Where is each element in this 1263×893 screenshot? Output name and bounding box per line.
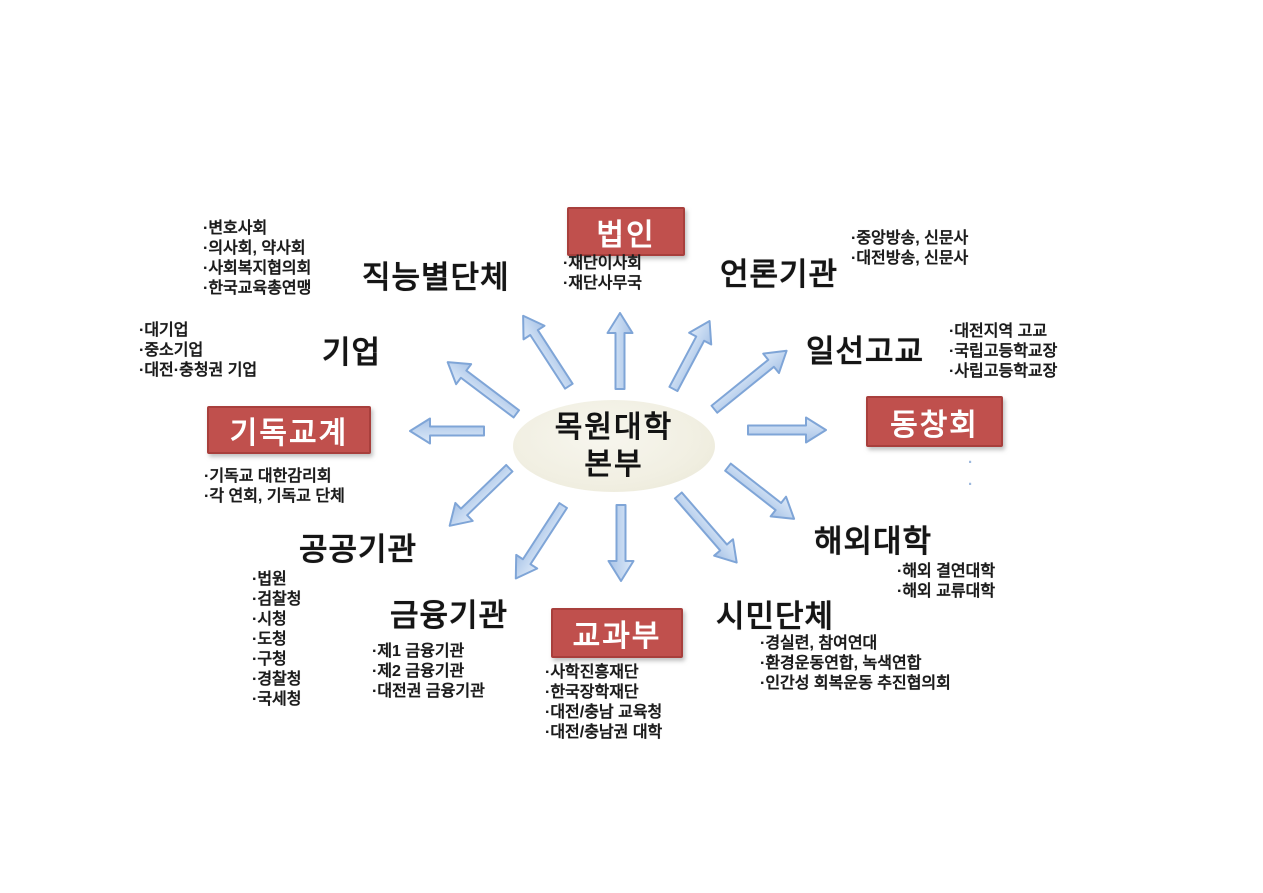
- arrow-icon-media: [659, 313, 723, 397]
- list-item: ·재단이사회: [563, 255, 642, 272]
- node-list-companies: ·대기업 ·중소기업 ·대전·충청권 기업: [139, 321, 257, 381]
- list-item: ·사학진흥재단: [545, 664, 639, 681]
- node-label-functional-orgs: 직능별단체: [362, 260, 510, 295]
- arrow-icon-companies: [438, 350, 526, 427]
- arrow-icon-ministry: [606, 504, 636, 582]
- node-list-christian: ·기독교 대한감리회 ·각 연회, 기독교 단체: [204, 467, 345, 507]
- arrow-icon-overseas-universities: [718, 455, 804, 532]
- list-item: ·구청: [252, 651, 287, 668]
- list-item: ·국립고등학교장: [949, 343, 1058, 360]
- list-item: ·중앙방송, 신문사: [851, 230, 969, 247]
- node-box-ministry: 교과부: [551, 608, 683, 658]
- list-item: ·시청: [252, 611, 287, 628]
- node-label-overseas-universities: 해외대학: [814, 524, 933, 559]
- hub-title-line1: 목원대학: [554, 411, 674, 444]
- node-box-alumni: 동창회: [866, 396, 1003, 447]
- node-list-overseas-universities: ·해외 결연대학 ·해외 교류대학: [897, 562, 995, 602]
- list-item: ·제2 금융기관: [372, 663, 465, 680]
- arrow-icon-high-schools: [704, 338, 797, 421]
- list-item: ·해외 결연대학: [897, 563, 996, 580]
- list-item: ·사회복지협의회: [203, 260, 312, 277]
- node-label-public-institutions: 공공기관: [299, 532, 418, 567]
- list-item: ·대전·충청권 기업: [139, 362, 258, 379]
- hub-title-line2: 본부: [584, 448, 644, 481]
- node-label-media: 언론기관: [720, 257, 839, 292]
- list-item: ·기독교 대한감리회: [204, 468, 332, 485]
- list-item: ·한국교육총연맹: [203, 280, 312, 297]
- list-item: ·대전/충남 교육청: [545, 704, 663, 721]
- list-item: ·해외 교류대학: [897, 583, 996, 600]
- faint-bullet: ·: [968, 476, 973, 493]
- faint-bullet: ·: [968, 454, 973, 471]
- list-item: ·제1 금융기관: [372, 643, 465, 660]
- list-item: ·대전지역 고교: [949, 323, 1048, 340]
- list-item: ·중소기업: [139, 342, 204, 359]
- list-item: ·대전방송, 신문사: [851, 250, 969, 267]
- hub-ellipse: 목원대학 본부: [513, 400, 715, 492]
- list-item: ·변호사회: [203, 220, 268, 237]
- node-list-ministry: ·사학진흥재단 ·한국장학재단 ·대전/충남 교육청 ·대전/충남권 대학: [545, 663, 662, 743]
- node-list-corporation: ·재단이사회 ·재단사무국: [563, 254, 642, 294]
- list-item: ·대전권 금융기관: [372, 683, 485, 700]
- list-item: ·법원: [252, 571, 287, 588]
- list-item: ·의사회, 약사회: [203, 240, 306, 257]
- node-list-high-schools: ·대전지역 고교 ·국립고등학교장 ·사립고등학교장: [949, 322, 1057, 382]
- arrow-icon-financial: [502, 497, 576, 588]
- node-list-media: ·중앙방송, 신문사 ·대전방송, 신문사: [851, 229, 968, 269]
- node-list-civic-groups: ·경실련, 참여연대 ·환경운동연합, 녹색연합 ·인간성 회복운동 추진협의회: [760, 634, 951, 694]
- list-item: ·경실련, 참여연대: [760, 635, 878, 652]
- list-item: ·각 연회, 기독교 단체: [204, 488, 345, 505]
- list-item: ·검찰청: [252, 591, 302, 608]
- list-item: ·재단사무국: [563, 275, 642, 292]
- node-label-ministry: 교과부: [572, 620, 662, 653]
- arrow-icon-alumni: [747, 415, 827, 445]
- node-label-companies: 기업: [322, 335, 382, 370]
- list-item: ·국세청: [252, 691, 302, 708]
- node-label-alumni: 동창회: [890, 408, 979, 442]
- list-item: ·도청: [252, 631, 287, 648]
- list-item: ·대전/충남권 대학: [545, 724, 663, 741]
- node-box-christian: 기독교계: [207, 406, 371, 454]
- node-label-civic-groups: 시민단체: [716, 599, 835, 634]
- list-item: ·인간성 회복운동 추진협의회: [760, 675, 951, 692]
- node-list-public-institutions: ·법원 ·검찰청 ·시청 ·도청 ·구청 ·경찰청 ·국세청: [252, 570, 302, 710]
- node-box-corporation: 법인: [567, 207, 685, 256]
- node-label-financial: 금융기관: [390, 598, 509, 633]
- arrow-icon-civic-groups: [666, 485, 748, 573]
- node-list-financial: ·제1 금융기관 ·제2 금융기관 ·대전권 금융기관: [372, 642, 485, 702]
- list-item: ·사립고등학교장: [949, 363, 1058, 380]
- arrow-icon-christian: [409, 416, 485, 446]
- node-list-functional-orgs: ·변호사회 ·의사회, 약사회 ·사회복지협의회 ·한국교육총연맹: [203, 219, 311, 299]
- arrow-icon-functional-orgs: [510, 307, 582, 395]
- node-label-corporation: 법인: [596, 218, 656, 252]
- list-item: ·대기업: [139, 322, 189, 339]
- arrow-icon-corporation: [605, 312, 635, 390]
- list-item: ·한국장학재단: [545, 684, 639, 701]
- arrow-icon-public-institutions: [438, 457, 520, 538]
- list-item: ·환경운동연합, 녹색연합: [760, 655, 922, 672]
- node-label-christian: 기독교계: [229, 417, 349, 450]
- node-label-high-schools: 일선고교: [806, 334, 925, 369]
- list-item: ·경찰청: [252, 671, 302, 688]
